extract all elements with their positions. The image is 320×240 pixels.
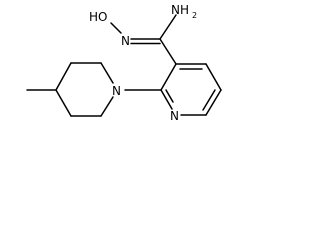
structure-diagram: HO N NH 2 N N: [0, 0, 246, 155]
pyridine-bond-c4-c5: [205, 63, 222, 91]
piperidine-n-label: N: [112, 84, 121, 98]
amine-subscript: 2: [192, 11, 197, 20]
piperidine-bond-cb-c4: [55, 62, 72, 91]
molecule-drawing: HO N NH 2 N N: [26, 3, 222, 123]
amine-label: NH: [171, 3, 189, 17]
hydroxyl-label: HO: [89, 10, 107, 24]
pyridine-double-n-c2: [165, 89, 174, 103]
pyridine-bond-n-c2: [160, 89, 173, 110]
pyridine-bond-c5-c6: [205, 89, 222, 116]
pyridine-n-label: N: [170, 109, 179, 123]
piperidine-bond-n-ca: [100, 62, 114, 84]
bond-c-nh2: [159, 14, 177, 40]
piperidine-bond-c4-cc: [55, 89, 72, 117]
piperidine-bond-cd-n: [100, 96, 114, 117]
pyridine-double-c5-c6: [202, 89, 216, 111]
oxime-n-label: N: [121, 34, 130, 48]
pyridine-bond-c2-c3: [160, 63, 177, 91]
bond-o-n: [110, 22, 122, 34]
bond-c-ring: [159, 38, 177, 65]
